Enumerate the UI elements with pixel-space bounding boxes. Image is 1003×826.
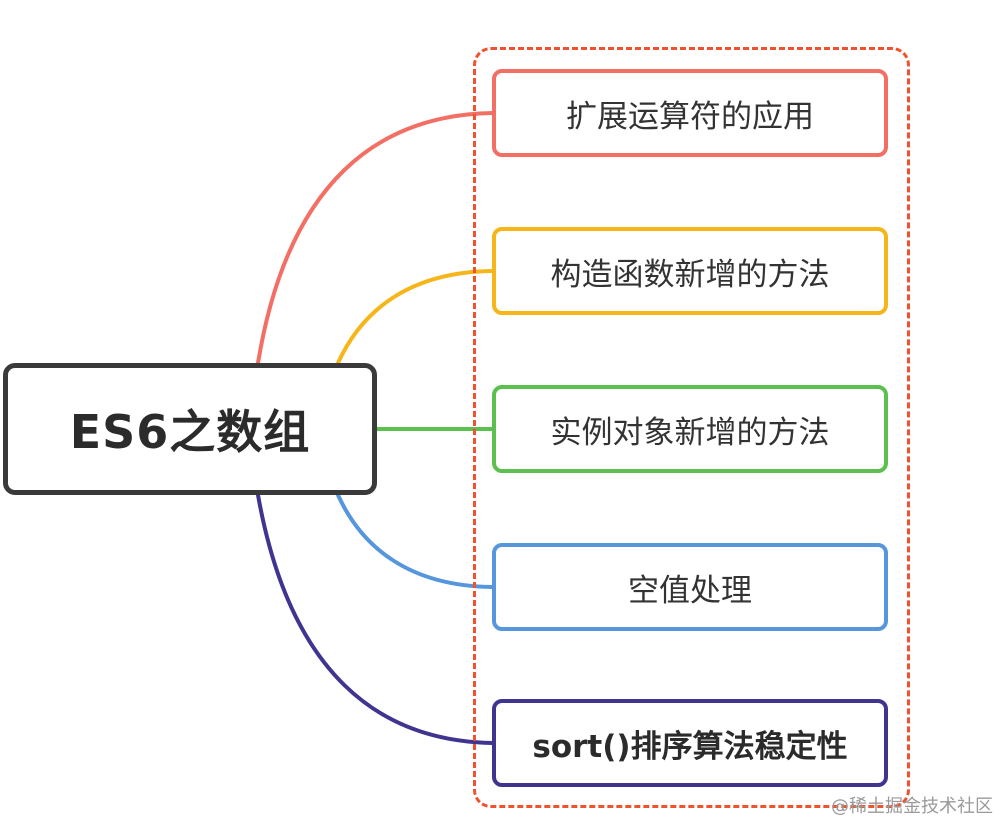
branch-node-label: 构造函数新增的方法 (550, 256, 830, 293)
branch-group-frame (473, 47, 910, 808)
branch-node-5: sort()排序算法稳定性 (492, 699, 888, 787)
branch-node-label: sort()排序算法稳定性 (532, 728, 848, 765)
branch-node-label: 实例对象新增的方法 (550, 414, 830, 451)
connector-branch-1 (256, 111, 494, 365)
branch-node-4: 空值处理 (492, 543, 888, 631)
root-node-label: ES6之数组 (69, 405, 311, 459)
watermark: @稀土掘金技术社区 (831, 796, 993, 817)
connector-branch-2 (336, 269, 494, 365)
connector-branch-4 (336, 493, 494, 589)
root-node: ES6之数组 (3, 363, 377, 495)
connector-branch-5 (256, 493, 494, 745)
branch-node-2: 构造函数新增的方法 (492, 227, 888, 315)
branch-node-3: 实例对象新增的方法 (492, 385, 888, 473)
branch-node-1: 扩展运算符的应用 (492, 69, 888, 157)
branch-node-label: 扩展运算符的应用 (566, 98, 814, 135)
branch-node-label: 空值处理 (628, 572, 752, 609)
